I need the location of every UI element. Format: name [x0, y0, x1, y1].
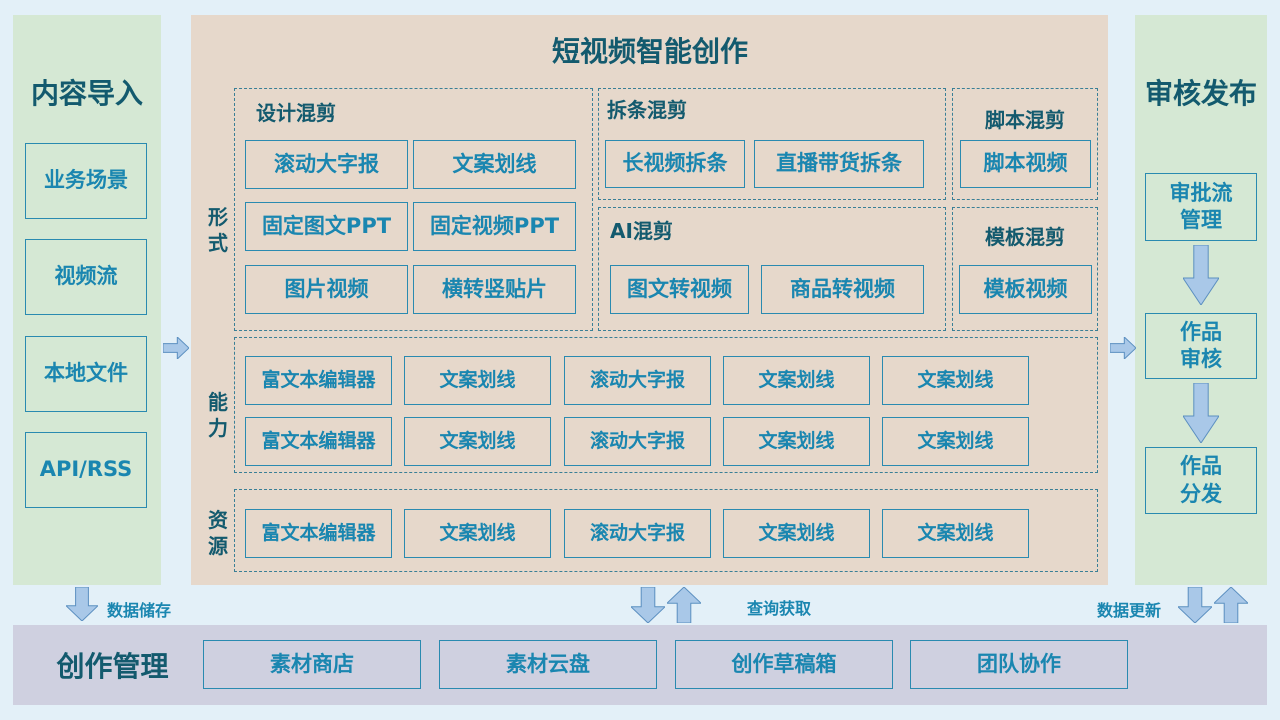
import-item[interactable]: 视频流	[25, 239, 147, 315]
design-item[interactable]: 横转竖贴片	[413, 265, 576, 314]
management-item[interactable]: 素材云盘	[439, 640, 657, 689]
design-item[interactable]: 固定视频PPT	[413, 202, 576, 251]
resource-item[interactable]: 滚动大字报	[564, 509, 711, 558]
design-item[interactable]: 固定图文PPT	[245, 202, 408, 251]
resource-item[interactable]: 文案划线	[882, 509, 1029, 558]
ability-item[interactable]: 文案划线	[404, 417, 551, 466]
publish-item[interactable]: 审批流 管理	[1145, 173, 1257, 241]
import-item[interactable]: 本地文件	[25, 336, 147, 412]
design-group-title: 设计混剪	[256, 101, 336, 125]
smart-creation-title: 短视频智能创作	[551, 35, 748, 68]
resource-group	[234, 489, 1098, 572]
data-update-label: 数据更新	[1097, 601, 1162, 620]
ability-item[interactable]: 滚动大字报	[564, 417, 711, 466]
smart-creation-panel	[191, 15, 1108, 585]
arrow-up-icon	[1214, 587, 1248, 623]
split-item[interactable]: 直播带货拆条	[754, 140, 924, 188]
design-item[interactable]: 图片视频	[245, 265, 408, 314]
arrow-down-icon	[1183, 245, 1219, 305]
ability-item[interactable]: 富文本编辑器	[245, 417, 392, 466]
template-group-title: 模板混剪	[985, 225, 1065, 249]
ability-group	[234, 337, 1098, 473]
form-label: 形式	[208, 205, 228, 255]
template-group	[952, 207, 1098, 331]
arrow-down-icon	[66, 587, 98, 621]
data-store-label: 数据储存	[107, 601, 172, 620]
arrow-down-icon	[631, 587, 665, 623]
design-item[interactable]: 滚动大字报	[245, 140, 408, 189]
resource-label: 资源	[208, 508, 228, 558]
publish-item[interactable]: 作品 审核	[1145, 313, 1257, 379]
arrow-right-icon	[1110, 337, 1136, 359]
ai-item[interactable]: 图文转视频	[610, 265, 749, 314]
template-item[interactable]: 模板视频	[959, 265, 1092, 314]
script-group	[952, 88, 1098, 200]
split-group	[598, 88, 946, 200]
creation-management-panel	[13, 625, 1267, 705]
resource-item[interactable]: 富文本编辑器	[245, 509, 392, 558]
ability-item[interactable]: 滚动大字报	[564, 356, 711, 405]
creation-management-title: 创作管理	[56, 650, 169, 683]
ability-item[interactable]: 文案划线	[882, 356, 1029, 405]
query-label: 查询获取	[747, 599, 812, 618]
ability-item[interactable]: 文案划线	[404, 356, 551, 405]
content-import-panel	[13, 15, 161, 585]
script-group-title: 脚本混剪	[985, 108, 1065, 132]
management-item[interactable]: 素材商店	[203, 640, 421, 689]
review-publish-title: 审核发布	[1144, 77, 1257, 110]
script-item[interactable]: 脚本视频	[960, 140, 1091, 188]
arrow-up-icon	[667, 587, 701, 623]
ai-group	[598, 207, 946, 331]
ability-item[interactable]: 富文本编辑器	[245, 356, 392, 405]
management-item[interactable]: 创作草稿箱	[675, 640, 893, 689]
arrow-down-icon	[1178, 587, 1212, 623]
arrow-down-icon	[1183, 383, 1219, 443]
ability-item[interactable]: 文案划线	[723, 356, 870, 405]
ability-label: 能力	[208, 390, 228, 440]
resource-item[interactable]: 文案划线	[404, 509, 551, 558]
import-item[interactable]: 业务场景	[25, 143, 147, 219]
split-item[interactable]: 长视频拆条	[605, 140, 745, 188]
resource-item[interactable]: 文案划线	[723, 509, 870, 558]
ability-item[interactable]: 文案划线	[723, 417, 870, 466]
arrow-right-icon	[163, 337, 189, 359]
publish-item[interactable]: 作品 分发	[1145, 447, 1257, 514]
management-item[interactable]: 团队协作	[910, 640, 1128, 689]
design-item[interactable]: 文案划线	[413, 140, 576, 189]
split-group-title: 拆条混剪	[607, 98, 687, 122]
design-group	[234, 88, 593, 331]
content-import-title: 内容导入	[30, 77, 143, 110]
ai-group-title: AI混剪	[610, 219, 673, 243]
ability-item[interactable]: 文案划线	[882, 417, 1029, 466]
ai-item[interactable]: 商品转视频	[761, 265, 924, 314]
import-item[interactable]: API/RSS	[25, 432, 147, 508]
